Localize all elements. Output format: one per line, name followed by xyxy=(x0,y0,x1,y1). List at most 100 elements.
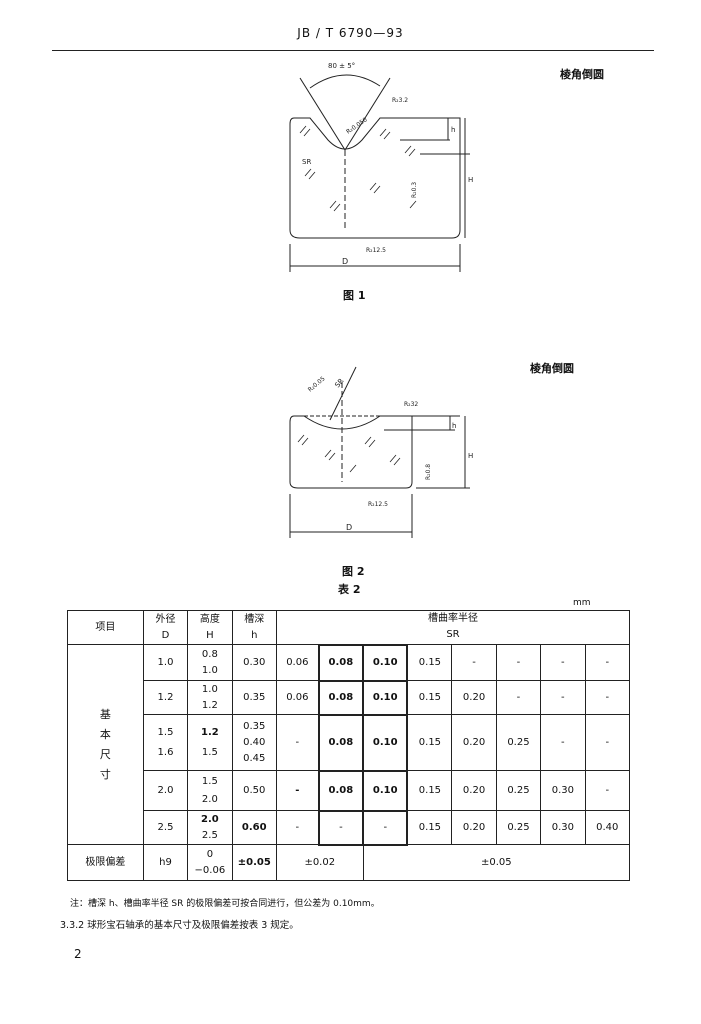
cell-h: 0.30 xyxy=(231,644,277,681)
fig2-H-label: H xyxy=(468,452,473,460)
cell-SR: 0.08 xyxy=(317,769,365,812)
cell-SR: - xyxy=(584,680,631,715)
cell-D: 2.5 xyxy=(142,810,189,845)
cell-SR: 0.25 xyxy=(495,714,542,771)
cell-SR: 0.15 xyxy=(406,770,453,811)
figure1-caption: 图 1 xyxy=(343,289,366,302)
cell-SR: - xyxy=(275,770,320,811)
fig2-roughness-top: R₂32 xyxy=(404,401,418,408)
tolerance-h: ±0.05 xyxy=(231,844,277,881)
cell-SR: 0.20 xyxy=(451,680,497,715)
cell-SR: 0.40 xyxy=(584,810,631,845)
cell-SR: 0.08 xyxy=(317,713,365,772)
header-item: 项目 xyxy=(67,610,144,645)
tolerance-row: 极限偏差 h9 0−0.06 ±0.05 ±0.02 ±0.05 xyxy=(67,844,631,881)
table-unit: mm xyxy=(573,598,591,608)
cell-SR: - xyxy=(362,809,409,846)
cell-SR: 0.06 xyxy=(275,644,320,681)
cell-SR: - xyxy=(540,644,586,681)
fig2-body-outline xyxy=(289,415,413,489)
cell-h: 0.50 xyxy=(231,770,277,811)
fig1-angle-label: 80 ± 5° xyxy=(328,62,355,70)
figure1-drawing: 80 ± 5° R₂3.2 R₂0.050 SR h H R₂0.3 R₂12 xyxy=(289,62,473,272)
tolerance-label: 极限偏差 xyxy=(67,844,144,881)
fig1-D-label: D xyxy=(342,257,348,266)
fig1-body-outline xyxy=(289,117,461,239)
cell-SR: 0.20 xyxy=(451,810,497,845)
tolerance-SR-b: ±0.05 xyxy=(362,844,631,881)
cell-SR: 0.20 xyxy=(451,770,497,811)
tolerance-SR-a: ±0.02 xyxy=(275,844,364,881)
cell-SR: - xyxy=(540,714,586,771)
fig1-angle-arc xyxy=(309,74,381,89)
cell-SR: 0.25 xyxy=(495,770,542,811)
cell-SR: 0.20 xyxy=(451,714,497,771)
cell-SR: 0.15 xyxy=(406,644,453,681)
cell-SR: 0.10 xyxy=(362,769,409,812)
fig1-roughness-side: R₂0.3 xyxy=(411,182,418,198)
clause-text: 3.3.2 球形宝石轴承的基本尺寸及极限偏差按表 3 规定。 xyxy=(60,920,299,931)
cell-SR: - xyxy=(584,644,631,681)
fig1-sr-label: SR xyxy=(302,158,311,166)
figure1-corner-label: 棱角倒圆 xyxy=(560,68,604,81)
cell-SR: 0.15 xyxy=(406,810,453,845)
cell-SR: - xyxy=(495,680,542,715)
fig2-roughness-bottom: R₂12.5 xyxy=(368,501,388,508)
fig2-h-label: h xyxy=(452,422,456,430)
cell-SR: - xyxy=(540,680,586,715)
cell-SR: - xyxy=(317,809,365,846)
fig1-roughness-bottom: R₂12.5 xyxy=(366,247,386,254)
cell-SR: 0.10 xyxy=(362,713,409,772)
page-number: 2 xyxy=(74,947,82,961)
fig1-H-label: H xyxy=(468,176,473,184)
cell-SR: - xyxy=(584,714,631,771)
basic-size-label: 基本尺寸 xyxy=(67,644,144,845)
cell-h: 0.60 xyxy=(231,810,277,845)
cell-SR: 0.15 xyxy=(406,680,453,715)
cell-SR: 0.08 xyxy=(317,643,365,682)
cell-SR: - xyxy=(495,644,542,681)
table-title: 表 2 xyxy=(338,583,361,596)
figure2-drawing: R₂0.05 SR R₂32 h H R₂0.8 R₂12.5 D xyxy=(289,366,473,538)
document-header: JB / T 6790—93 xyxy=(297,26,404,40)
figure2-caption: 图 2 xyxy=(342,565,365,578)
fig1-roughness-groove: R₂0.050 xyxy=(345,116,369,135)
cell-D: 2.0 xyxy=(142,770,189,811)
cell-SR: 0.08 xyxy=(317,679,365,716)
fig2-roughness-side: R₂0.8 xyxy=(425,464,432,480)
cell-SR: 0.25 xyxy=(495,810,542,845)
tolerance-D: h9 xyxy=(142,844,189,881)
tolerance-H: 0−0.06 xyxy=(187,844,233,881)
cell-SR: 0.10 xyxy=(362,679,409,716)
cell-SR: - xyxy=(275,714,320,771)
figure2-corner-label: 棱角倒圆 xyxy=(530,362,574,375)
cell-SR: 0.10 xyxy=(362,643,409,682)
cell-SR: - xyxy=(451,644,497,681)
cell-SR: 0.30 xyxy=(540,810,586,845)
fig2-sr-label: SR xyxy=(333,377,345,389)
fig1-h-label: h xyxy=(451,126,455,134)
cell-h: 0.35 xyxy=(231,680,277,715)
cell-SR: 0.06 xyxy=(275,680,320,715)
fig2-roughness-groove: R₂0.05 xyxy=(307,375,327,393)
cell-D: 1.0 xyxy=(142,644,189,681)
cell-SR: - xyxy=(275,810,320,845)
cell-SR: 0.15 xyxy=(406,714,453,771)
fig1-roughness-top: R₂3.2 xyxy=(392,97,408,104)
cell-SR: - xyxy=(584,770,631,811)
fig2-D-label: D xyxy=(346,523,352,532)
